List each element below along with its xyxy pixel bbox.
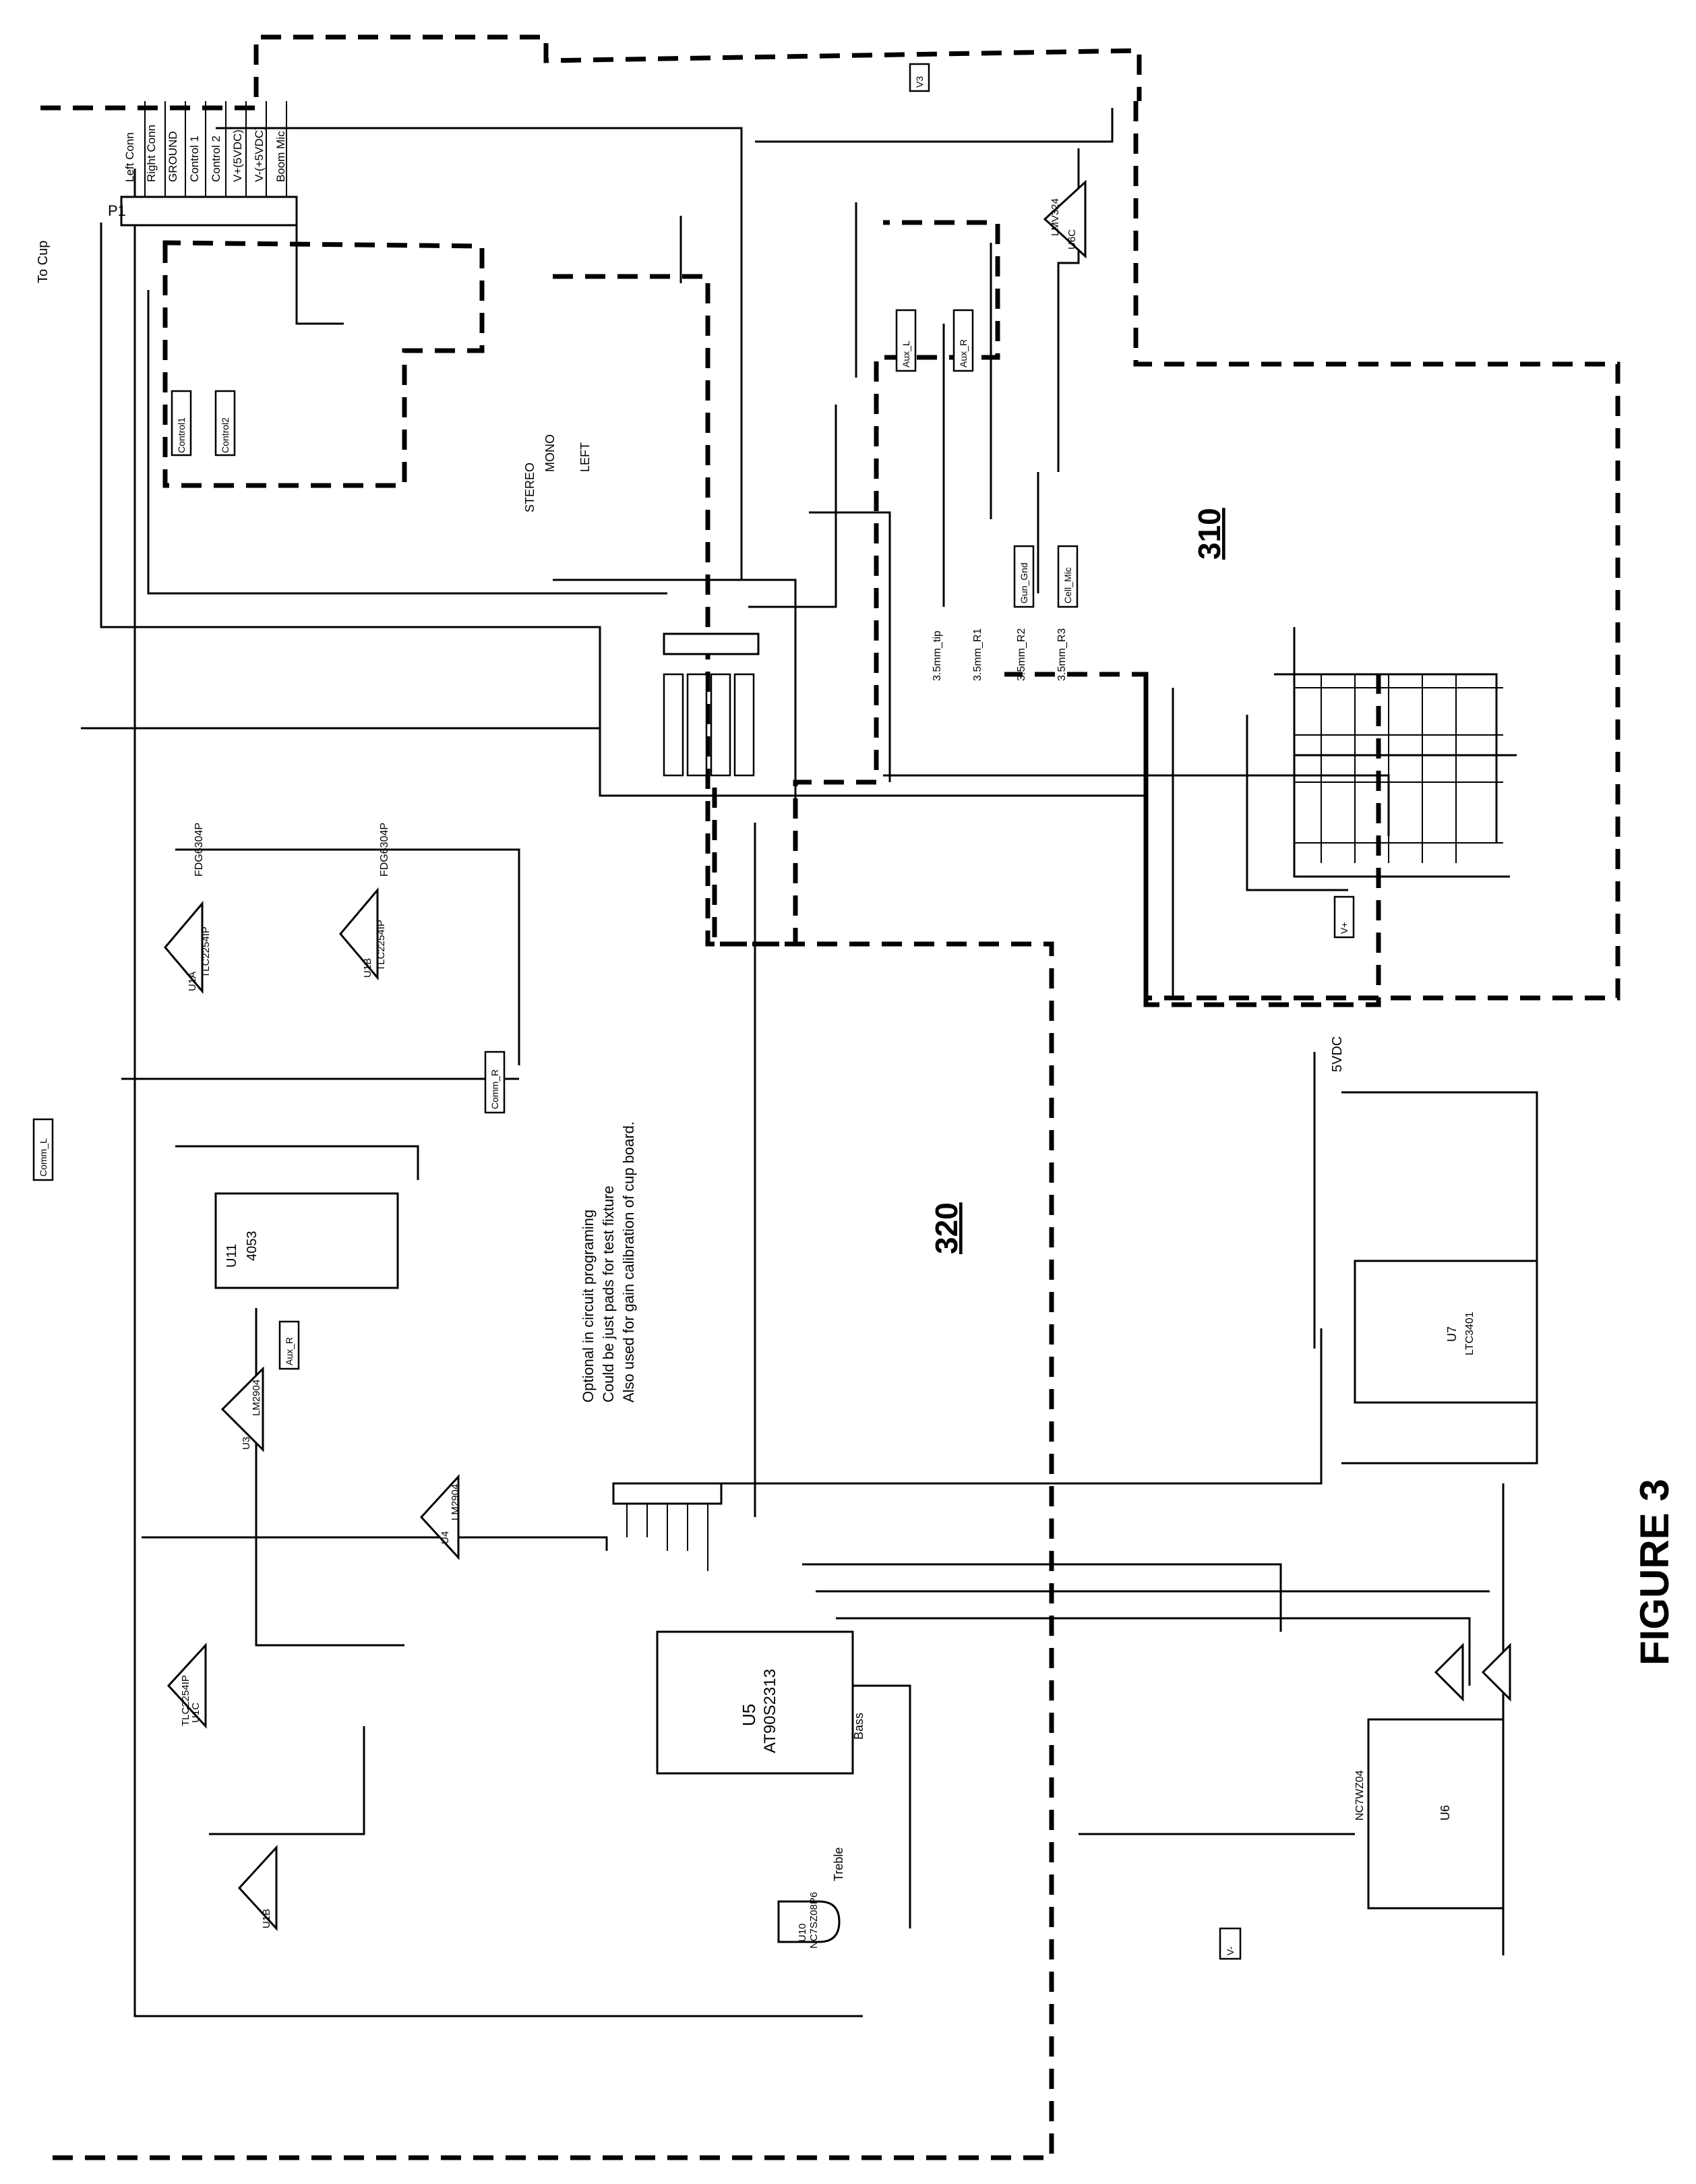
jack-r2-label: 3.5mm_R2 (1016, 628, 1027, 681)
gate-u10: U10 NC7SZ08P6 (777, 1892, 841, 1949)
connector-p1: P1 Left Conn Right Conn GROUND Control 1… (108, 101, 298, 227)
input-select-boundary (162, 240, 485, 488)
jack-tip-label: 3.5mm_tip (932, 630, 943, 681)
u1a-ref: U1A (187, 972, 198, 991)
p1-ref: P1 (108, 202, 126, 219)
ic-u11: U11 4053 (214, 1192, 399, 1289)
header-p2 (612, 1482, 723, 1571)
p1-pin-2: Right Conn (145, 125, 158, 182)
u1b-part: TLC2254IP (375, 920, 387, 971)
q1-part: FDG6304P (193, 823, 205, 877)
power-5vdc-label: 5VDC (1330, 1036, 1345, 1072)
tag-aux-r-mux: Aux_R (284, 1337, 295, 1365)
jack-r1-label: 3.5mm_R1 (972, 628, 983, 681)
u11-ref: U11 (224, 1244, 239, 1268)
p1-pin-3: GROUND (166, 131, 179, 182)
u11-part: 4053 (245, 1231, 260, 1262)
u6-part: NC7WZ04 (1354, 1770, 1366, 1821)
u3-part: LM2904 (251, 1380, 262, 1416)
tag-v-minus: V- (1225, 1946, 1236, 1955)
fet-q1-q2: FDG6304P FDG6304P (193, 823, 390, 877)
tag-cell-mic: Cell_Mic (1062, 567, 1073, 603)
u5-ref: U5 (739, 1704, 759, 1726)
region-320-ref: 320 (929, 1202, 964, 1254)
region-310-ref: 310 (1192, 508, 1227, 560)
u6c-ref: U6C (1066, 229, 1078, 249)
tag-comm-l: Comm_L (38, 1138, 49, 1177)
u6c-part: LMV324 (1050, 198, 1061, 236)
p1-pin-8: Boom Mic (274, 131, 287, 182)
to-cup-label: To Cup (36, 241, 51, 283)
p1-pin-4: Control 1 (188, 136, 201, 182)
wiring (81, 108, 1538, 2017)
ic-u6: U6 NC7WZ04 (1354, 1643, 1511, 1910)
ic-u7: U7 LTC3401 (1354, 1260, 1538, 1404)
opamps: U1A TLC2254IP U1B TLC2254IP U1C TLC2254I… (164, 179, 1087, 1931)
q2-part: FDG6304P (379, 823, 390, 877)
net-tags: Control1 Control2 Comm_L Comm_R Aux_L Au… (32, 63, 1355, 1960)
tag-aux-r: Aux_R (958, 339, 969, 367)
p1-pin-1: Left Conn (123, 132, 136, 182)
region-310-boundary (1004, 101, 1621, 1001)
note-line-1: Optional in circuit programing (580, 1210, 597, 1403)
p1-pin-7: V-(+5VDC) (253, 126, 266, 182)
connector-p3 (663, 632, 760, 777)
u7-ref: U7 (1445, 1326, 1459, 1342)
u1b-lower-ref: U1B (261, 1909, 272, 1928)
u1a-part: TLC2254IP (200, 926, 212, 978)
tag-v-plus: V+ (1339, 922, 1350, 934)
tag-control2: Control2 (220, 417, 231, 453)
u6-ref: U6 (1438, 1805, 1452, 1821)
switch-stereo-label: STEREO (523, 463, 537, 512)
p1-pin-6: V+(5VDC) (231, 129, 244, 182)
pot-bass-label: Bass (852, 1713, 866, 1740)
jack-r3-label: 3.5mm_R3 (1056, 628, 1068, 681)
u4-part: LM2904 (450, 1484, 461, 1521)
u10-ref: U10 (797, 1923, 808, 1942)
tag-gun-gnd: Gun_Gnd (1019, 562, 1029, 603)
switch-mono-label: MONO (543, 434, 557, 472)
u1c-ref: U1C (190, 1703, 202, 1723)
u10-part: NC7SZ08P6 (808, 1892, 820, 1949)
region-320-boundary (40, 34, 1142, 2160)
u1b-ref: U1B (362, 958, 373, 978)
u3-ref: U3 (241, 1437, 252, 1450)
p1-pin-5: Control 2 (210, 136, 222, 182)
switch-left-label: LEFT (578, 442, 592, 472)
note-line-3: Also used for gain calibration of cup bo… (620, 1121, 637, 1403)
note-line-2: Could be just pads for test fixture (600, 1185, 617, 1403)
u1c-part: TLC2254IP (180, 1675, 191, 1726)
power-supply-boundary (1143, 674, 1381, 1007)
charge-pump (1294, 674, 1503, 863)
u4-ref: U4 (440, 1531, 451, 1544)
aux-jack-boundary (553, 220, 1000, 947)
pot-treble-label: Treble (832, 1848, 845, 1881)
u7-part: LTC3401 (1464, 1311, 1476, 1355)
tag-aux-l: Aux_L (901, 341, 911, 367)
tag-control1: Control1 (176, 417, 187, 453)
figure-caption: FIGURE 3 (1632, 1479, 1677, 1665)
tag-v3: V3 (914, 76, 925, 88)
tag-comm-r: Comm_R (489, 1069, 500, 1109)
ic-u5: U5 AT90S2313 (656, 1630, 854, 1775)
u5-part: AT90S2313 (761, 1669, 779, 1753)
